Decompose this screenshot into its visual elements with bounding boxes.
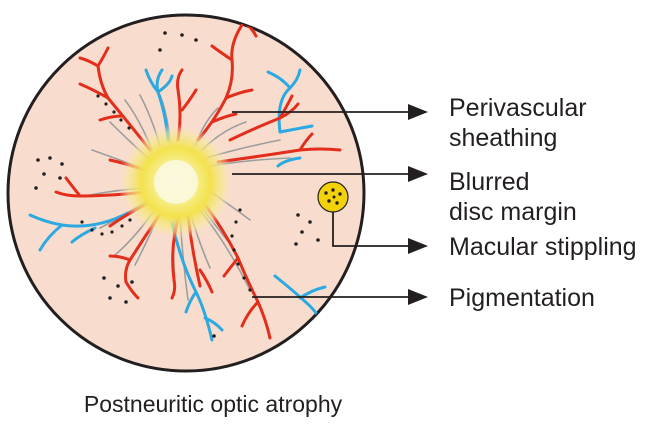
label-blurred-line1: Blurred: [449, 168, 530, 196]
arrowhead-perivascular: [408, 104, 428, 120]
label-macular-stippling: Macular stippling: [449, 233, 637, 261]
label-perivascular: Perivascular sheathing: [449, 93, 587, 153]
label-blurred: Blurred disc margin: [449, 167, 577, 227]
label-perivascular-line1: Perivascular: [449, 94, 587, 122]
arrowhead-macular: [408, 238, 428, 254]
arrowheads: [408, 104, 428, 305]
vein-vessels: [28, 68, 327, 342]
pointer-macular: [332, 212, 410, 247]
figure-caption: Postneuritic optic atrophy: [83, 391, 343, 417]
label-blurred-line2: disc margin: [449, 198, 577, 226]
label-perivascular-line2: sheathing: [449, 124, 558, 152]
macular-stipples: [324, 188, 342, 205]
pigment-dots: [34, 31, 320, 338]
pointer-lines: [232, 111, 410, 298]
label-pigmentation: Pigmentation: [449, 284, 595, 312]
arrowhead-pigmentation: [408, 289, 428, 305]
arrowhead-blurred: [408, 166, 428, 182]
